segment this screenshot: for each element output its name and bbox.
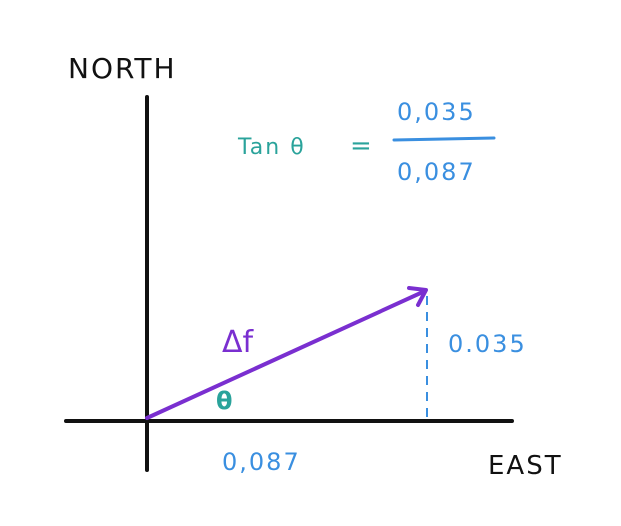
- east-component-value: 0,087: [222, 448, 301, 476]
- fraction-bar: [392, 136, 496, 142]
- tan-theta-label: Tan θ: [237, 135, 306, 160]
- equals-sign: =: [350, 131, 372, 161]
- angle-label: θ: [216, 387, 233, 415]
- delta-f-vector: [145, 289, 427, 420]
- north-axis-label: NORTH: [68, 52, 177, 85]
- equation-denominator: 0,087: [397, 158, 476, 186]
- equation-numerator: 0,035: [397, 98, 476, 126]
- east-axis-label: EAST: [488, 451, 563, 481]
- north-component-value: 0.035: [448, 330, 527, 358]
- vector-label: Δf: [222, 325, 255, 360]
- delta-f-arrowhead: [407, 286, 428, 307]
